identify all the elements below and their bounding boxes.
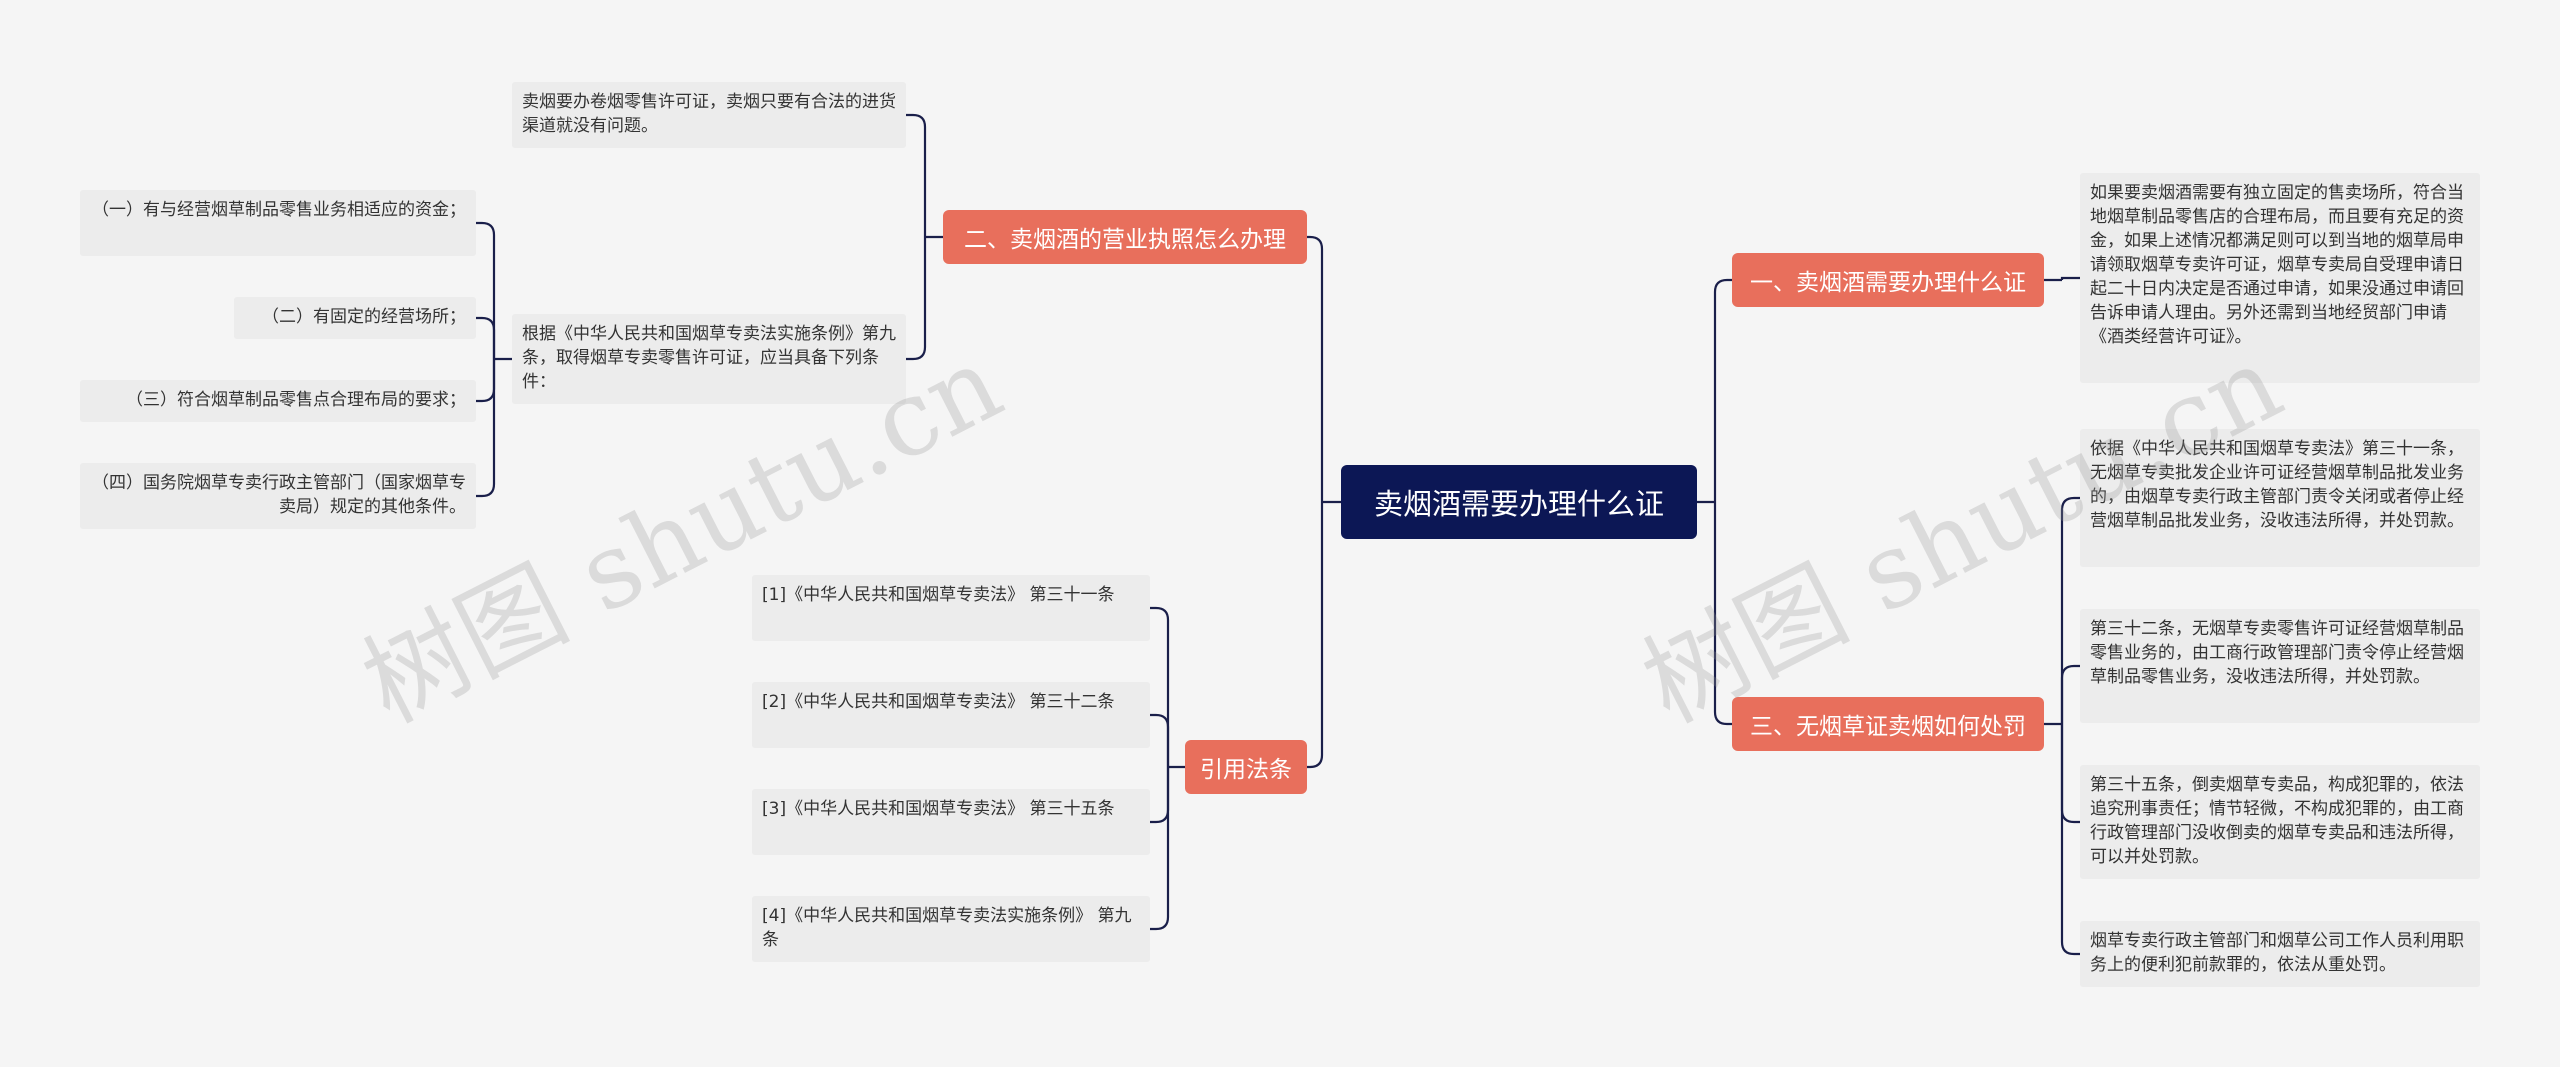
leaf-penalty-article-32: 第三十二条，无烟草专卖零售许可证经营烟草制品零售业务的，由工商行政管理部门责令停… (2080, 609, 2480, 723)
leaf-citation-4: [4]《中华人民共和国烟草专卖法实施条例》 第九条 (752, 896, 1150, 962)
b1-edge-0 (906, 113, 927, 237)
leaf-condition-1: （一）有与经营烟草制品零售业务相适应的资金； (80, 190, 476, 256)
b2-edge-1 (1150, 713, 1170, 767)
branch-cited-laws[interactable]: 引用法条 (1185, 740, 1307, 794)
root-right-edge-0 (1713, 278, 1732, 502)
leaf-penalty-article-31: 依据《中华人民共和国烟草专卖法》第三十一条，无烟草专卖批发企业许可证经营烟草制品… (2080, 429, 2480, 567)
b4-edge-0 (2060, 496, 2080, 724)
leaf-penalty-article-35: 第三十五条，倒卖烟草专卖品，构成犯罪的，依法追究刑事责任；情节轻微，不构成犯罪的… (2080, 765, 2480, 879)
leaf-citation-1: [1]《中华人民共和国烟草专卖法》 第三十一条 (752, 575, 1150, 641)
leaf-condition-2: （二）有固定的经营场所； (234, 297, 476, 339)
b2-edge-0 (1150, 606, 1170, 767)
branch-business-license[interactable]: 二、卖烟酒的营业执照怎么办理 (943, 210, 1307, 264)
leaf-license-requirements: 如果要卖烟酒需要有独立固定的售卖场所，符合当地烟草制品零售店的合理布局，而且要有… (2080, 173, 2480, 383)
leaf-condition-3: （三）符合烟草制品零售点合理布局的要求； (80, 380, 476, 422)
leaf-penalty-aggravated: 烟草专卖行政主管部门和烟草公司工作人员利用职务上的便利犯前款罪的，依法从重处罚。 (2080, 921, 2480, 987)
leaf-regulation-article-9: 根据《中华人民共和国烟草专卖法实施条例》第九条，取得烟草专卖零售许可证，应当具备… (512, 314, 906, 404)
b1_2-edge-3 (476, 359, 496, 498)
leaf-citation-3: [3]《中华人民共和国烟草专卖法》 第三十五条 (752, 789, 1150, 855)
root-left-edge-1 (1307, 502, 1324, 769)
b1_2-edge-1 (476, 316, 496, 359)
b4-edge-1 (2060, 664, 2080, 724)
branch-what-license[interactable]: 一、卖烟酒需要办理什么证 (1732, 253, 2044, 307)
b1_2-edge-2 (476, 359, 496, 403)
b2-edge-3 (1150, 767, 1170, 931)
leaf-citation-2: [2]《中华人民共和国烟草专卖法》 第三十二条 (752, 682, 1150, 748)
b2-edge-2 (1150, 767, 1170, 824)
b3-edge-0 (2060, 276, 2080, 280)
b1_2-edge-0 (476, 221, 496, 359)
b1-edge-1 (906, 237, 927, 361)
branch-penalty[interactable]: 三、无烟草证卖烟如何处罚 (1732, 697, 2044, 751)
root-left-edge-0 (1307, 235, 1324, 502)
leaf-condition-4: （四）国务院烟草专卖行政主管部门（国家烟草专卖局）规定的其他条件。 (80, 463, 476, 529)
root-node[interactable]: 卖烟酒需要办理什么证 (1341, 465, 1697, 539)
b4-edge-3 (2060, 724, 2080, 956)
root-right-edge-1 (1713, 502, 1732, 726)
b4-edge-2 (2060, 724, 2080, 824)
leaf-retail-permit-note: 卖烟要办卷烟零售许可证，卖烟只要有合法的进货渠道就没有问题。 (512, 82, 906, 148)
